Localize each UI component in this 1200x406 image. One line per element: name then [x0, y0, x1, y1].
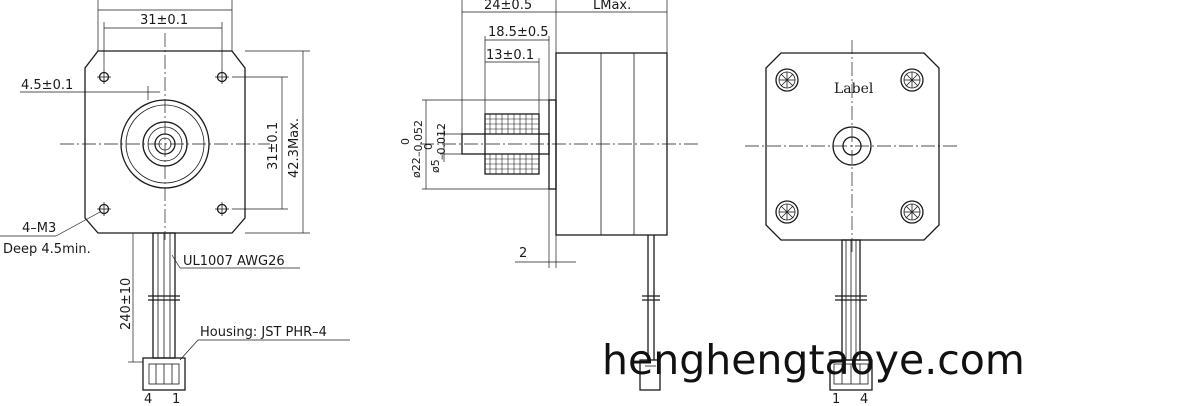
- dim-flange: 2: [519, 246, 527, 261]
- front-view: 31±0.1 4.5±0.1 31±0.1 42.3Max. 4–M3 Deep…: [0, 0, 350, 406]
- dim-boss-tol-lower: –0.052: [412, 120, 425, 157]
- rear-label-text: Label: [834, 81, 874, 97]
- dim-boss-dia: ø22: [410, 157, 423, 178]
- dim-hole-offset: 4.5±0.1: [21, 78, 73, 93]
- rear-bearing: [832, 126, 872, 166]
- dim-shaft-tol-upper: 0: [422, 143, 435, 150]
- side-boss: [548, 99, 557, 190]
- side-shaft: [461, 133, 550, 155]
- side-view: 24±0.5 LMax. 18.5±0.5 13±0.1 ø22 0 –0.05…: [399, 0, 700, 391]
- rear-body-outline: [765, 52, 940, 241]
- front-shaft: [154, 133, 176, 155]
- thread-spec: 4–M3: [22, 221, 56, 236]
- dim-hole-spacing-h: 31±0.1: [140, 13, 188, 28]
- side-gear: [484, 113, 540, 175]
- dim-shaft-tol-lower: –0.012: [435, 123, 448, 160]
- dim-shaft-dia: ø5: [429, 159, 442, 173]
- front-mount-holes: [97, 70, 229, 216]
- watermark-text: henghengtaoye.com: [602, 336, 1025, 384]
- dim-hole-spacing-v: 31±0.1: [266, 122, 281, 170]
- rear-pin-right: 4: [860, 392, 868, 406]
- dim-total: 24±0.5: [484, 0, 532, 13]
- front-shaft-collar: [142, 121, 188, 167]
- rear-screws: [775, 68, 924, 224]
- rear-view: Label 1 4: [745, 40, 960, 406]
- front-body-outline: [84, 50, 246, 234]
- front-lead-wires: [148, 232, 180, 359]
- front-connector: [142, 357, 186, 391]
- front-pin-right: 1: [172, 392, 180, 406]
- wire-spec: UL1007 AWG26: [183, 254, 285, 269]
- side-lead-wire: [639, 235, 661, 391]
- front-boss: [120, 99, 210, 189]
- thread-depth: Deep 4.5min.: [3, 242, 91, 257]
- dim-gear: 13±0.1: [486, 48, 534, 63]
- dim-shaft-mid: 18.5±0.5: [488, 25, 549, 40]
- rear-lead-wires: [829, 239, 873, 391]
- housing-spec: Housing: JST PHR–4: [200, 325, 327, 340]
- front-pin-left: 4: [144, 392, 152, 406]
- rear-pin-left: 1: [832, 392, 840, 406]
- dim-body-max: 42.3Max.: [287, 118, 302, 178]
- lead-length: 240±10: [119, 278, 134, 330]
- dim-boss-tol-upper: 0: [399, 138, 412, 145]
- dim-length: LMax.: [593, 0, 631, 13]
